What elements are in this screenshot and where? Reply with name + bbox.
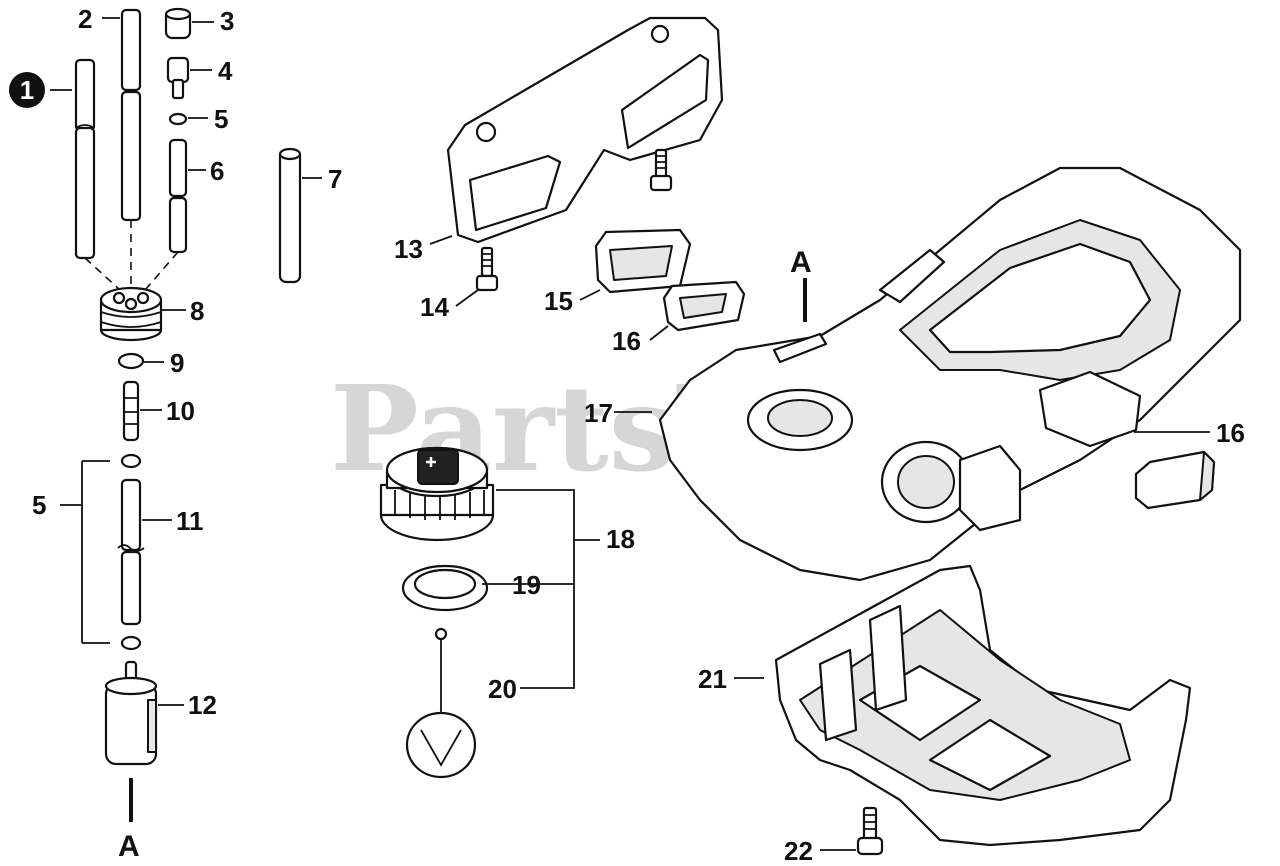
reference-mark-top: A xyxy=(790,246,812,279)
callout-19: 19 xyxy=(512,570,541,600)
screw-13[interactable] xyxy=(649,148,673,192)
fuel-line-11[interactable] xyxy=(117,478,145,626)
callout-22: 22 xyxy=(784,836,813,866)
callout-16-right: 16 xyxy=(1216,418,1245,448)
screw-22[interactable] xyxy=(856,806,884,856)
fuel-pump-icon xyxy=(417,449,459,485)
callout-21: 21 xyxy=(698,664,727,694)
callout-7: 7 xyxy=(328,164,342,194)
handle-bracket-13[interactable] xyxy=(446,16,724,244)
reference-mark-bottom: A xyxy=(118,830,140,863)
grommet-3[interactable] xyxy=(164,7,192,40)
callout-10: 10 xyxy=(166,396,195,426)
fuel-filter-12[interactable] xyxy=(104,660,158,766)
callout-11: 11 xyxy=(176,506,204,536)
callout-1: 1 xyxy=(20,75,34,105)
callout-20: 20 xyxy=(488,674,517,704)
callout-5-side: 5 xyxy=(32,490,46,520)
o-ring-5-top[interactable] xyxy=(168,112,188,126)
tank-base-21[interactable] xyxy=(774,564,1192,847)
grommet-15[interactable] xyxy=(594,228,692,294)
callout-16-left: 16 xyxy=(612,326,641,356)
callout-3: 3 xyxy=(220,6,234,36)
fuel-tank-17[interactable] xyxy=(658,166,1242,582)
grommet-16-right[interactable] xyxy=(1134,450,1216,510)
gasket-19[interactable] xyxy=(401,564,489,612)
callout-8: 8 xyxy=(190,296,204,326)
callout-4: 4 xyxy=(218,56,233,86)
callout-13: 13 xyxy=(394,234,423,264)
retainer-20[interactable] xyxy=(405,627,477,779)
callout-14: 14 xyxy=(420,292,449,322)
callout-5-top: 5 xyxy=(214,104,228,134)
callout-1-badge xyxy=(9,72,45,108)
fitting-10[interactable] xyxy=(122,380,140,442)
fuel-line-6[interactable] xyxy=(168,138,188,254)
callout-15: 15 xyxy=(544,286,573,316)
callout-2: 2 xyxy=(78,4,92,34)
fuel-cap-18[interactable] xyxy=(379,446,495,542)
o-ring-5-mid[interactable] xyxy=(120,453,142,469)
fitting-4[interactable] xyxy=(166,56,190,100)
callout-17: 17 xyxy=(584,398,613,428)
grommet-8[interactable] xyxy=(99,286,163,342)
fuel-line-1[interactable] xyxy=(74,58,96,260)
callout-9: 9 xyxy=(170,348,184,378)
fuel-line-2[interactable] xyxy=(120,8,142,222)
o-ring-5-low[interactable] xyxy=(120,635,142,651)
grommet-16-left[interactable] xyxy=(662,280,746,332)
callout-12: 12 xyxy=(188,690,217,720)
screw-14[interactable] xyxy=(475,246,499,292)
rod-7[interactable] xyxy=(278,147,302,284)
callout-6: 6 xyxy=(210,156,224,186)
o-ring-9[interactable] xyxy=(117,352,145,370)
callout-18: 18 xyxy=(606,524,635,554)
